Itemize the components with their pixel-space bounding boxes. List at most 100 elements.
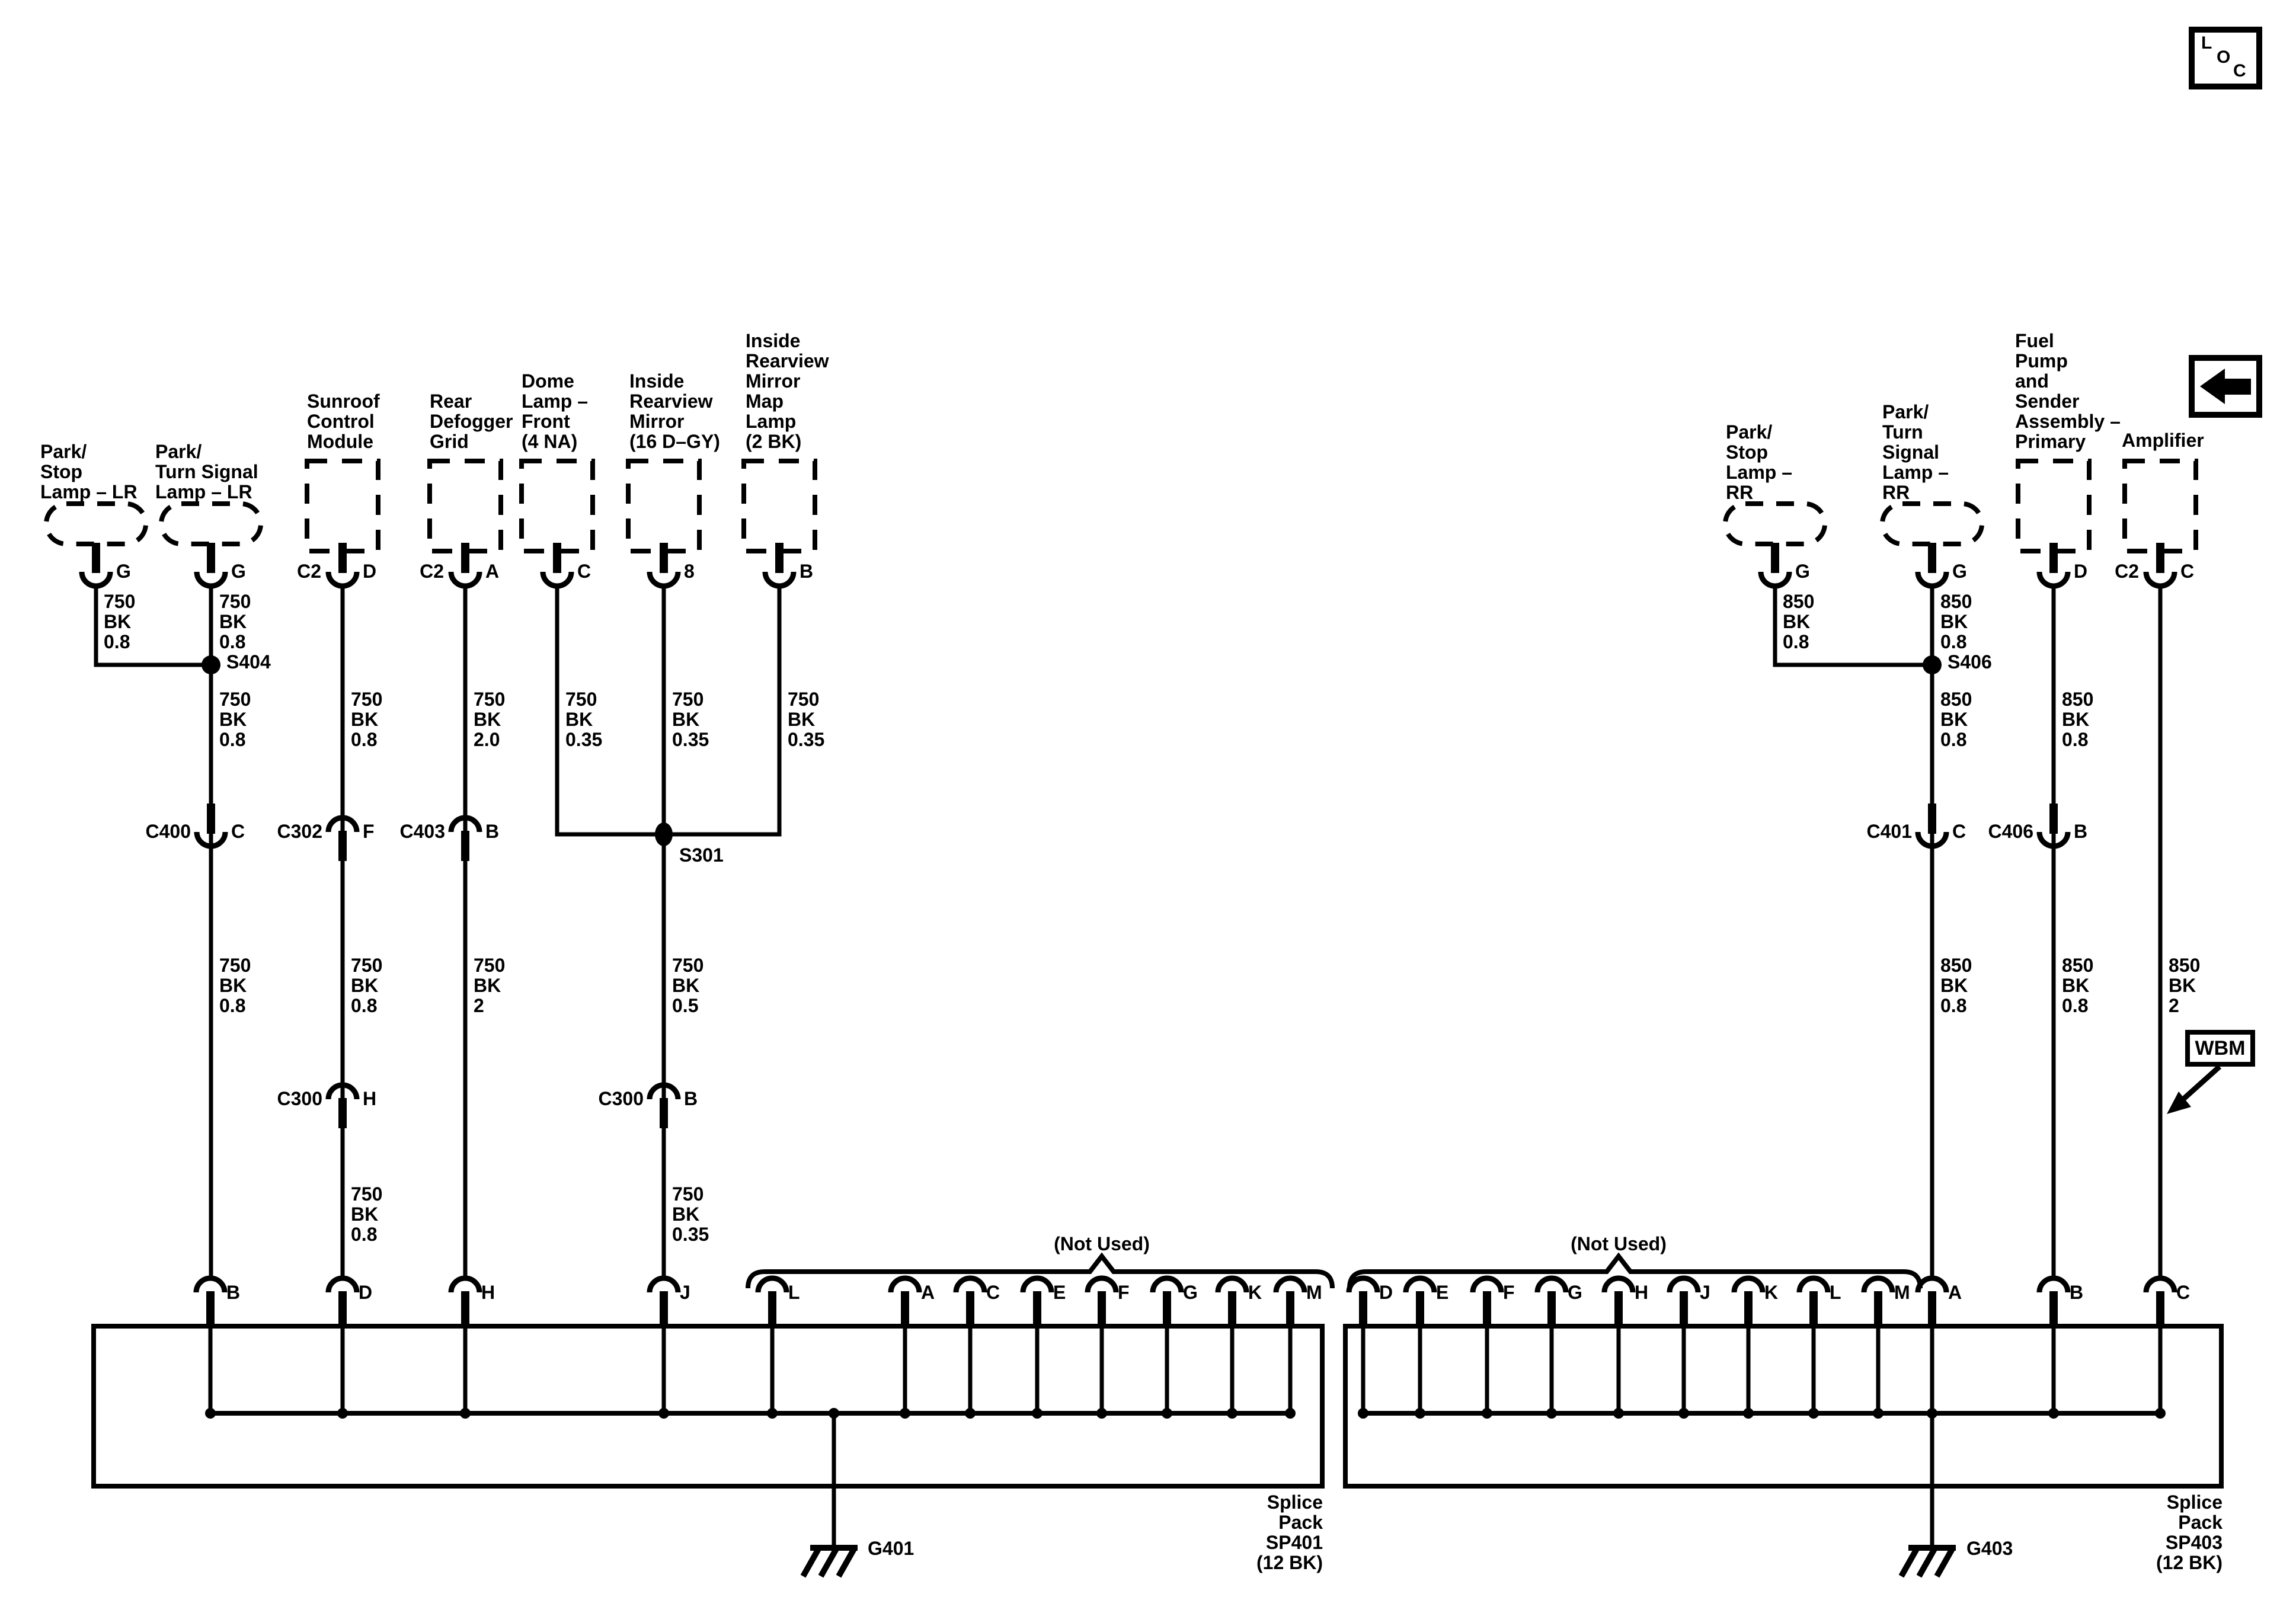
lamp-symbols [44, 501, 1984, 546]
g401-ground-icon [800, 1545, 858, 1578]
wire-map-lamp [664, 586, 782, 837]
sp401-pin: H [481, 1282, 495, 1303]
ground-g401-label: G401 [868, 1538, 914, 1559]
wire-label: 750 BK 0.8 [351, 955, 383, 1016]
defogger-module-symbol [427, 459, 503, 553]
dome-lamp-symbol [519, 459, 595, 553]
splice-s404-label: S404 [226, 651, 271, 673]
wire-label: 750 BK 0.35 [565, 689, 603, 750]
wire-label: 850 BK 0.8 [1940, 689, 1972, 750]
connector-c403: C403 [399, 821, 446, 842]
park-turn-lr-lamp-symbol [159, 501, 263, 546]
connector-c403-pin: B [485, 821, 500, 842]
wbm-reference-box[interactable]: WBM [2185, 1030, 2255, 1067]
connector-c300-h: C300 [277, 1088, 323, 1109]
pin-map-lamp: B [800, 561, 814, 582]
not-used-brace-right [1347, 1252, 1923, 1289]
amplifier-symbol [2122, 459, 2198, 553]
sp403-pin: D [1379, 1282, 1393, 1303]
wire-label: 850 BK 2 [2169, 955, 2201, 1016]
connector-c300-b: C300 [598, 1088, 644, 1109]
splice-pack-sp401-box [91, 1324, 1325, 1489]
splice-pack-sp401-label: Splice Pack SP401 (12 BK) [1256, 1491, 1323, 1573]
sp403-pin: C [2176, 1282, 2191, 1303]
pin-sunroof: D [363, 561, 377, 582]
sp403-pin: M [1894, 1282, 1910, 1303]
wire-label: 850 BK 0.8 [1940, 955, 1972, 1016]
pin-park-stop-rr: G [1795, 561, 1810, 582]
wire-park-stop-lr [94, 586, 211, 667]
label-park-stop-rr: Park/ Stop Lamp – RR [1726, 421, 1793, 503]
not-used-label-right: (Not Used) [1571, 1233, 1667, 1254]
connector-cups [79, 571, 2177, 1293]
sp401-pin: M [1306, 1282, 1322, 1303]
splice-pack-pin-drops [208, 1327, 2163, 1413]
connector-c401: C401 [1866, 821, 1913, 842]
conn-sunroof-c2: C2 [297, 561, 321, 582]
module-symbols [305, 459, 2198, 553]
conn-amplifier-c2: C2 [2115, 561, 2139, 582]
wire-label: 750 BK 0.35 [672, 689, 709, 750]
park-stop-lr-lamp-symbol [44, 501, 148, 546]
loc-box-icon[interactable] [2189, 27, 2262, 89]
inline-connector-stubs-lower [338, 831, 668, 1128]
label-amplifier: Amplifier [2122, 430, 2204, 451]
g403-ground-icon [1898, 1545, 1956, 1578]
wire-label: 750 BK 0.8 [219, 955, 251, 1016]
wire-label: 750 BK 2.0 [474, 689, 506, 750]
connector-c401-pin: C [1952, 821, 1966, 842]
wbm-arrow-icon [2167, 1064, 2222, 1114]
label-park-stop-lr: Park/ Stop Lamp – LR [40, 441, 137, 502]
connector-c406: C406 [1988, 821, 2034, 842]
pin-park-turn-rr: G [1952, 561, 1967, 582]
splice-s406-dot [1923, 655, 1942, 674]
sp401-pin: E [1053, 1282, 1066, 1303]
wire-label: 750 BK 2 [474, 955, 506, 1016]
pin-park-stop-lr: G [116, 561, 131, 582]
splice-s301-dot [655, 822, 673, 846]
sp401-pin: K [1248, 1282, 1262, 1303]
sp403-pin: H [1635, 1282, 1649, 1303]
sp403-pin: E [1436, 1282, 1449, 1303]
not-used-braces [746, 1252, 1923, 1289]
sp401-pin: J [680, 1282, 690, 1303]
not-used-label-left: (Not Used) [1054, 1233, 1150, 1254]
splice-dots [202, 655, 1942, 846]
wire-label: 750 BK 0.8 [219, 591, 251, 652]
wire-label: 850 BK 0.8 [2062, 955, 2094, 1016]
splice-pack-pin-stubs [206, 1291, 2164, 1327]
wire-label: 750 BK 0.35 [788, 689, 825, 750]
sunroof-module-symbol [305, 459, 380, 553]
pin-dome: C [577, 561, 591, 582]
c300-cups [325, 1082, 681, 1100]
component-pin-cups [79, 571, 2177, 589]
label-map-lamp: Inside Rearview Mirror Map Lamp (2 BK) [746, 330, 829, 452]
sp403-pin: L [1830, 1282, 1841, 1303]
wire-label: 750 BK 0.35 [672, 1183, 709, 1245]
pin-defogger: A [485, 561, 500, 582]
label-defogger: Rear Defogger Grid [430, 391, 513, 452]
inline-cups-down [325, 815, 482, 833]
loc-letter-l: L [2201, 33, 2212, 53]
pin-park-turn-lr: G [231, 561, 246, 582]
component-pigtail-stubs [92, 543, 2164, 573]
loc-letter-c: C [2233, 61, 2246, 81]
connector-c406-pin: B [2074, 821, 2088, 842]
back-arrow-icon[interactable] [2189, 355, 2262, 418]
wire-label: 750 BK 0.8 [219, 689, 251, 750]
sp403-pin: F [1503, 1282, 1515, 1303]
connector-c302-pin: F [363, 821, 375, 842]
pin-fuel-pump: D [2074, 561, 2088, 582]
pin-mirror: 8 [684, 561, 695, 582]
park-stop-rr-lamp-symbol [1723, 501, 1827, 546]
wire-label: 850 BK 0.8 [1940, 591, 1972, 652]
connector-c300-h-pin: H [363, 1088, 377, 1109]
sp403-pin: G [1568, 1282, 1582, 1303]
connector-c400: C400 [145, 821, 191, 842]
splice-pack-sp403-box [1343, 1324, 2224, 1489]
ground-g403-label: G403 [1966, 1538, 2013, 1559]
wire-label: 850 BK 0.8 [2062, 689, 2094, 750]
sp401-pin: F [1118, 1282, 1130, 1303]
splice-s406-label: S406 [1948, 651, 1992, 673]
